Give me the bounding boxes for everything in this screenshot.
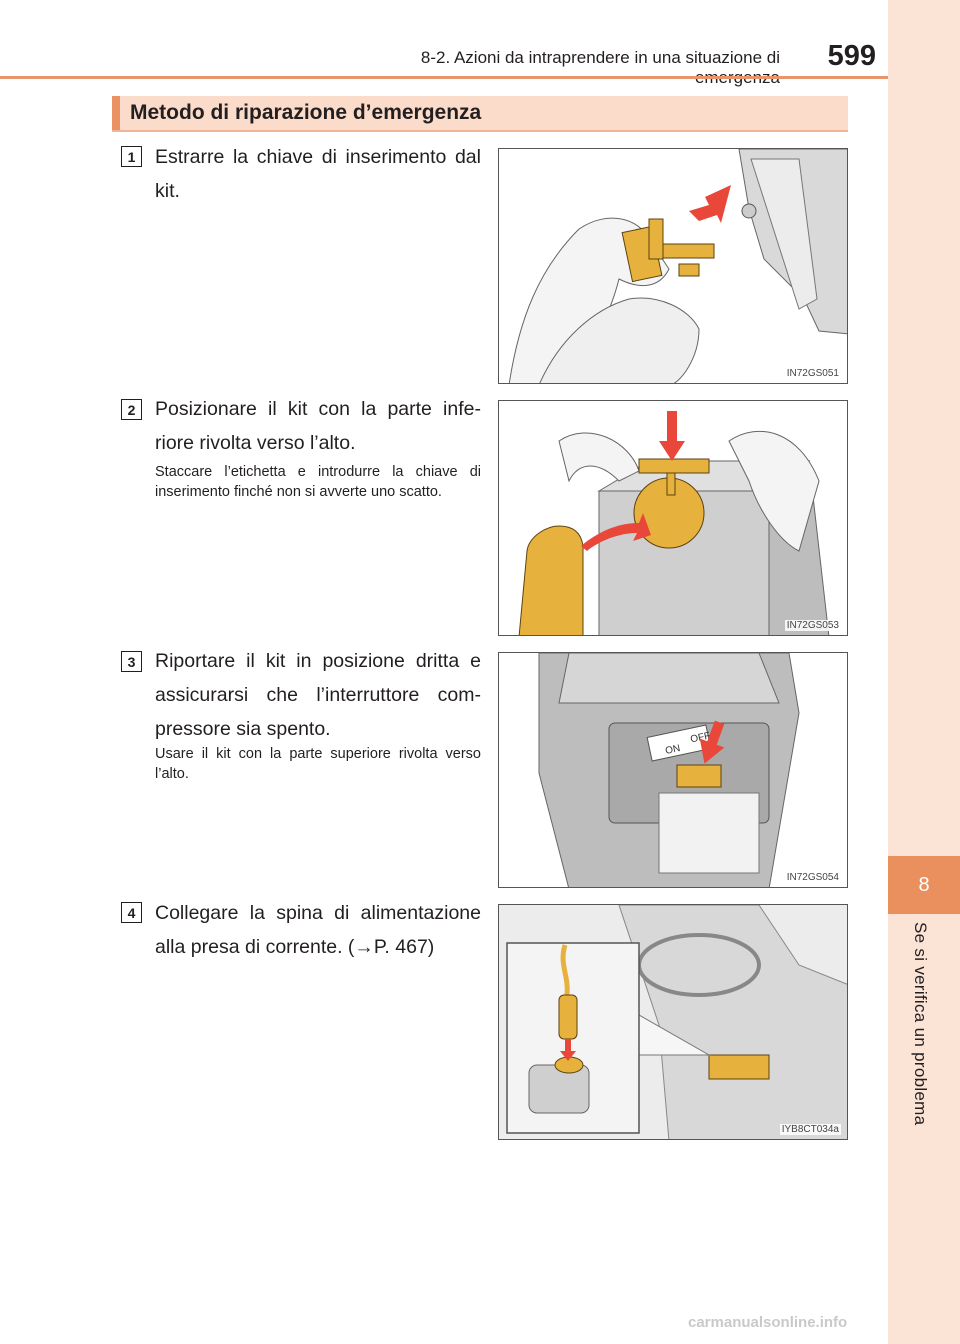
header-rule [0, 76, 888, 79]
step-number-3: 3 [121, 651, 142, 672]
section-heading: Metodo di riparazione d’emergenza [112, 96, 848, 132]
chapter-title: 8-2. Azioni da intraprendere in una situ… [420, 48, 780, 87]
step-3-illustration: ON OFF [538, 653, 800, 887]
switch-on-label: ON [664, 743, 681, 757]
section-heading-text: Metodo di riparazione d’emergenza [130, 101, 482, 124]
chapter-tab-number[interactable]: 8 [888, 856, 960, 914]
step-number-1: 1 [121, 146, 142, 167]
chapter-side-tab [888, 0, 960, 1344]
step-3-note: Usare il kit con la parte superiore rivo… [155, 746, 481, 782]
step-4-figure: IYB8CT034a [498, 904, 848, 1140]
step-2-instruction: Posizionare il kit con la parte infe-rio… [155, 398, 481, 454]
step-number-2: 2 [121, 399, 142, 420]
chapter-tab-label: Se si verifica un problema [911, 922, 930, 1126]
step-4-illustration [499, 905, 847, 1139]
watermark: carmanualsonline.info [688, 1314, 848, 1331]
step-1-instruction: Estrarre la chiave di inserimento dal ki… [155, 146, 481, 202]
step-3-instruction: Riportare il kit in posizione dritta e a… [155, 650, 481, 740]
step-2-note: Staccare l’etichetta e introdurre la chi… [155, 464, 481, 500]
step-4-instruction: Collegare la spina di alimentazione alla… [155, 902, 481, 958]
step-number-4: 4 [121, 902, 142, 923]
step-2-figure: IN72GS053 [498, 400, 848, 636]
section-heading-bar [112, 96, 120, 130]
page-number: 599 [827, 40, 876, 72]
step-3-figure: ON OFF IN72GS054 [498, 652, 848, 888]
figure-code-3: IN72GS054 [784, 872, 841, 883]
step-1-figure: IN72GS051 [498, 148, 848, 384]
figure-code-2: IN72GS053 [784, 620, 841, 631]
step-2-illustration [518, 411, 830, 635]
figure-code-1: IN72GS051 [784, 368, 841, 379]
figure-code-4: IYB8CT034a [779, 1124, 841, 1135]
step-1-illustration [508, 149, 847, 383]
